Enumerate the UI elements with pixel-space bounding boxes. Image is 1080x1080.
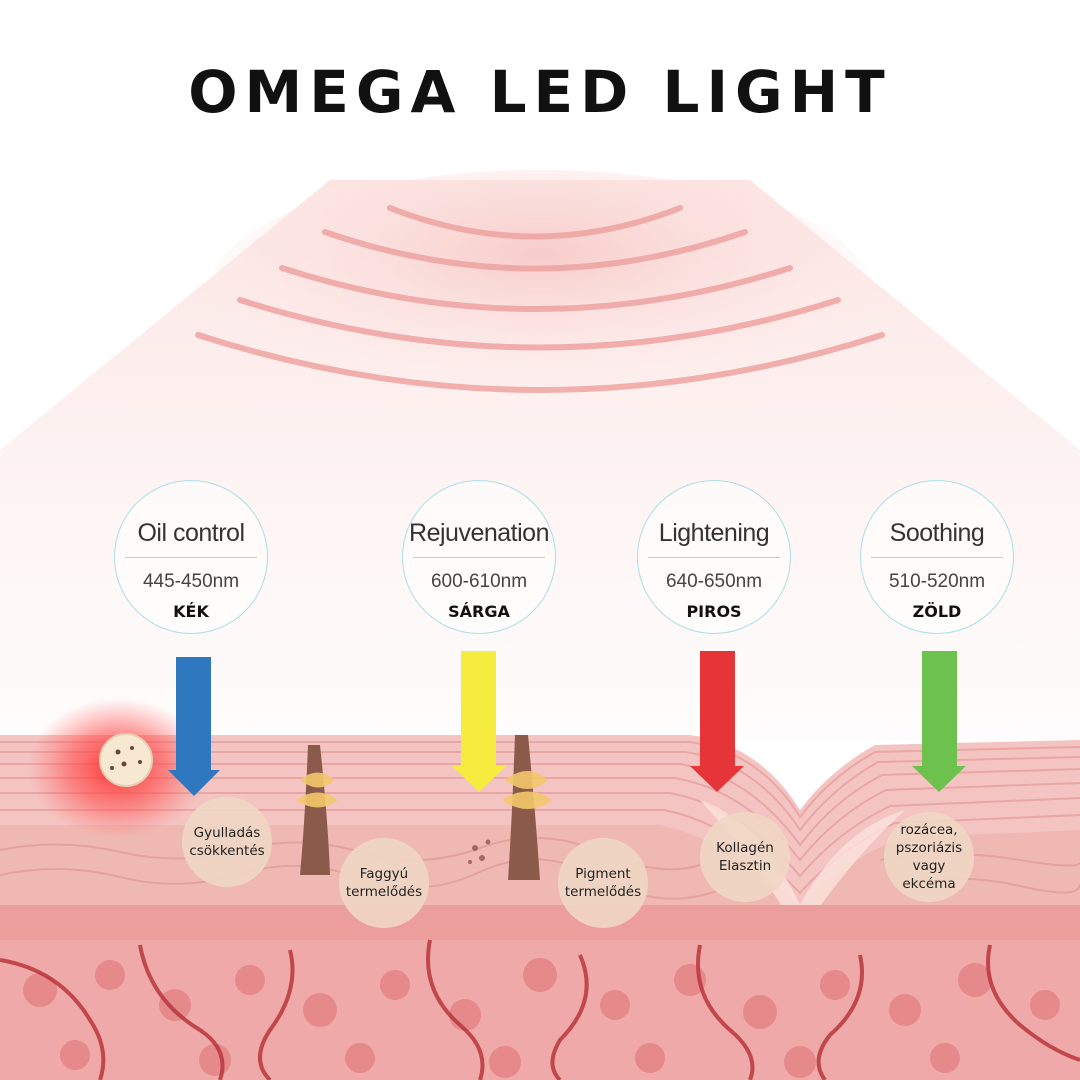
light-circle-rejuvenation: Rejuvenation 600-610nm SÁRGA <box>402 480 556 634</box>
effect-bubble-rosacea: rozácea, pszoriázis vagy ekcéma <box>884 812 974 902</box>
arrow-yellow <box>452 651 506 792</box>
pigment-dots <box>468 839 491 864</box>
light-name: Oil control <box>137 519 245 547</box>
circle-divider <box>413 557 545 558</box>
page-title: OMEGA LED LIGHT <box>188 58 892 126</box>
circle-divider <box>871 557 1003 558</box>
effect-text: Gyulladás csökkentés <box>189 825 265 859</box>
light-color: SÁRGA <box>448 602 510 621</box>
light-circle-oil-control: Oil control 445-450nm KÉK <box>114 480 268 634</box>
effect-text: Kollagén Elasztin <box>716 840 774 874</box>
light-name: Lightening <box>658 519 770 547</box>
effect-bubble-sebum: Faggyú termelődés <box>339 838 429 928</box>
arrow-green <box>912 651 966 792</box>
effect-text: rozácea, pszoriázis vagy ekcéma <box>895 822 963 892</box>
light-range: 600-610nm <box>430 571 528 592</box>
light-waves <box>195 205 885 393</box>
light-name: Rejuvenation <box>409 519 549 547</box>
circle-divider <box>648 557 780 558</box>
hair-follicle-2 <box>502 735 552 880</box>
effect-text: Pigment termelődés <box>564 866 642 900</box>
light-range: 510-520nm <box>888 571 986 592</box>
light-color: ZÖLD <box>912 602 962 621</box>
vessels <box>0 939 1080 1080</box>
effect-text: Faggyú termelődés <box>345 866 423 900</box>
blemish <box>99 733 153 787</box>
light-name: Soothing <box>889 519 985 547</box>
circle-divider <box>125 557 257 558</box>
light-color: PIROS <box>686 602 742 621</box>
effect-bubble-pigment: Pigment termelődés <box>558 838 648 928</box>
arrow-red <box>690 651 744 792</box>
effect-bubble-inflammation: Gyulladás csökkentés <box>182 797 272 887</box>
arrow-blue <box>168 657 220 796</box>
light-range: 445-450nm <box>142 571 240 592</box>
light-range: 640-650nm <box>665 571 763 592</box>
effect-bubble-collagen: Kollagén Elasztin <box>700 812 790 902</box>
light-circle-lightening: Lightening 640-650nm PIROS <box>637 480 791 634</box>
light-color: KÉK <box>173 602 209 621</box>
light-circle-soothing: Soothing 510-520nm ZÖLD <box>860 480 1014 634</box>
hair-follicle-1 <box>296 745 338 875</box>
